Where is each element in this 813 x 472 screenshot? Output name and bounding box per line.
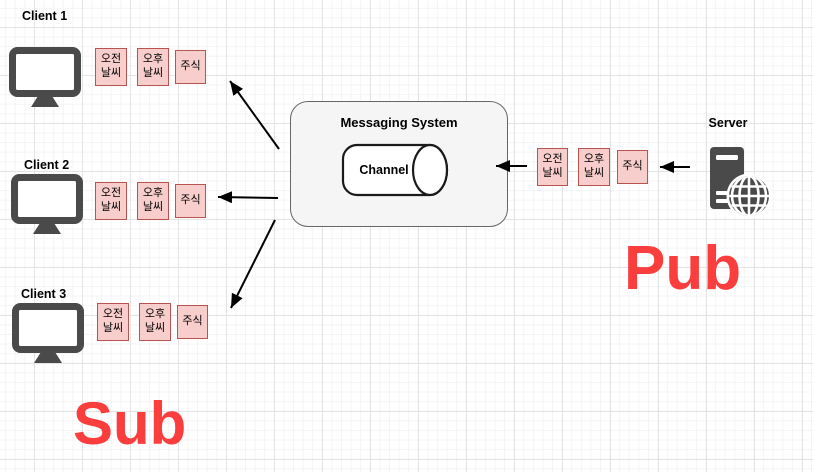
message-box: 주식	[175, 50, 206, 84]
message-box: 주식	[175, 184, 206, 218]
channel-label: Channel	[359, 163, 409, 177]
server-label: Server	[708, 116, 748, 130]
message-box: 오후 날씨	[578, 148, 610, 186]
message-box: 오전 날씨	[97, 303, 129, 341]
messaging-system-title: Messaging System	[340, 115, 458, 130]
client1-label: Client 1	[22, 9, 68, 23]
message-box: 오전 날씨	[95, 48, 127, 86]
client3-label: Client 3	[21, 287, 67, 301]
arrow-system-to-client3	[230, 219, 276, 309]
message-box: 주식	[177, 305, 208, 339]
messaging-system-box: Messaging System	[290, 101, 508, 227]
channel-cylinder-icon	[341, 143, 449, 197]
server-icon	[710, 147, 772, 219]
message-box: 오전 날씨	[537, 148, 568, 186]
monitor-icon	[9, 47, 81, 107]
globe-icon	[726, 173, 772, 219]
message-box: 주식	[617, 150, 648, 184]
monitor-icon	[12, 303, 84, 363]
monitor-icon	[11, 174, 83, 234]
message-box: 오후 날씨	[137, 48, 169, 86]
client2-label: Client 2	[24, 158, 70, 172]
subscriber-label: Sub	[73, 390, 187, 457]
arrow-system-to-client2	[217, 191, 279, 204]
publisher-label: Pub	[624, 234, 742, 303]
message-box: 오후 날씨	[139, 303, 171, 341]
message-box: 오전 날씨	[95, 182, 127, 220]
arrow-system-to-client1	[229, 80, 280, 150]
message-box: 오후 날씨	[137, 182, 169, 220]
